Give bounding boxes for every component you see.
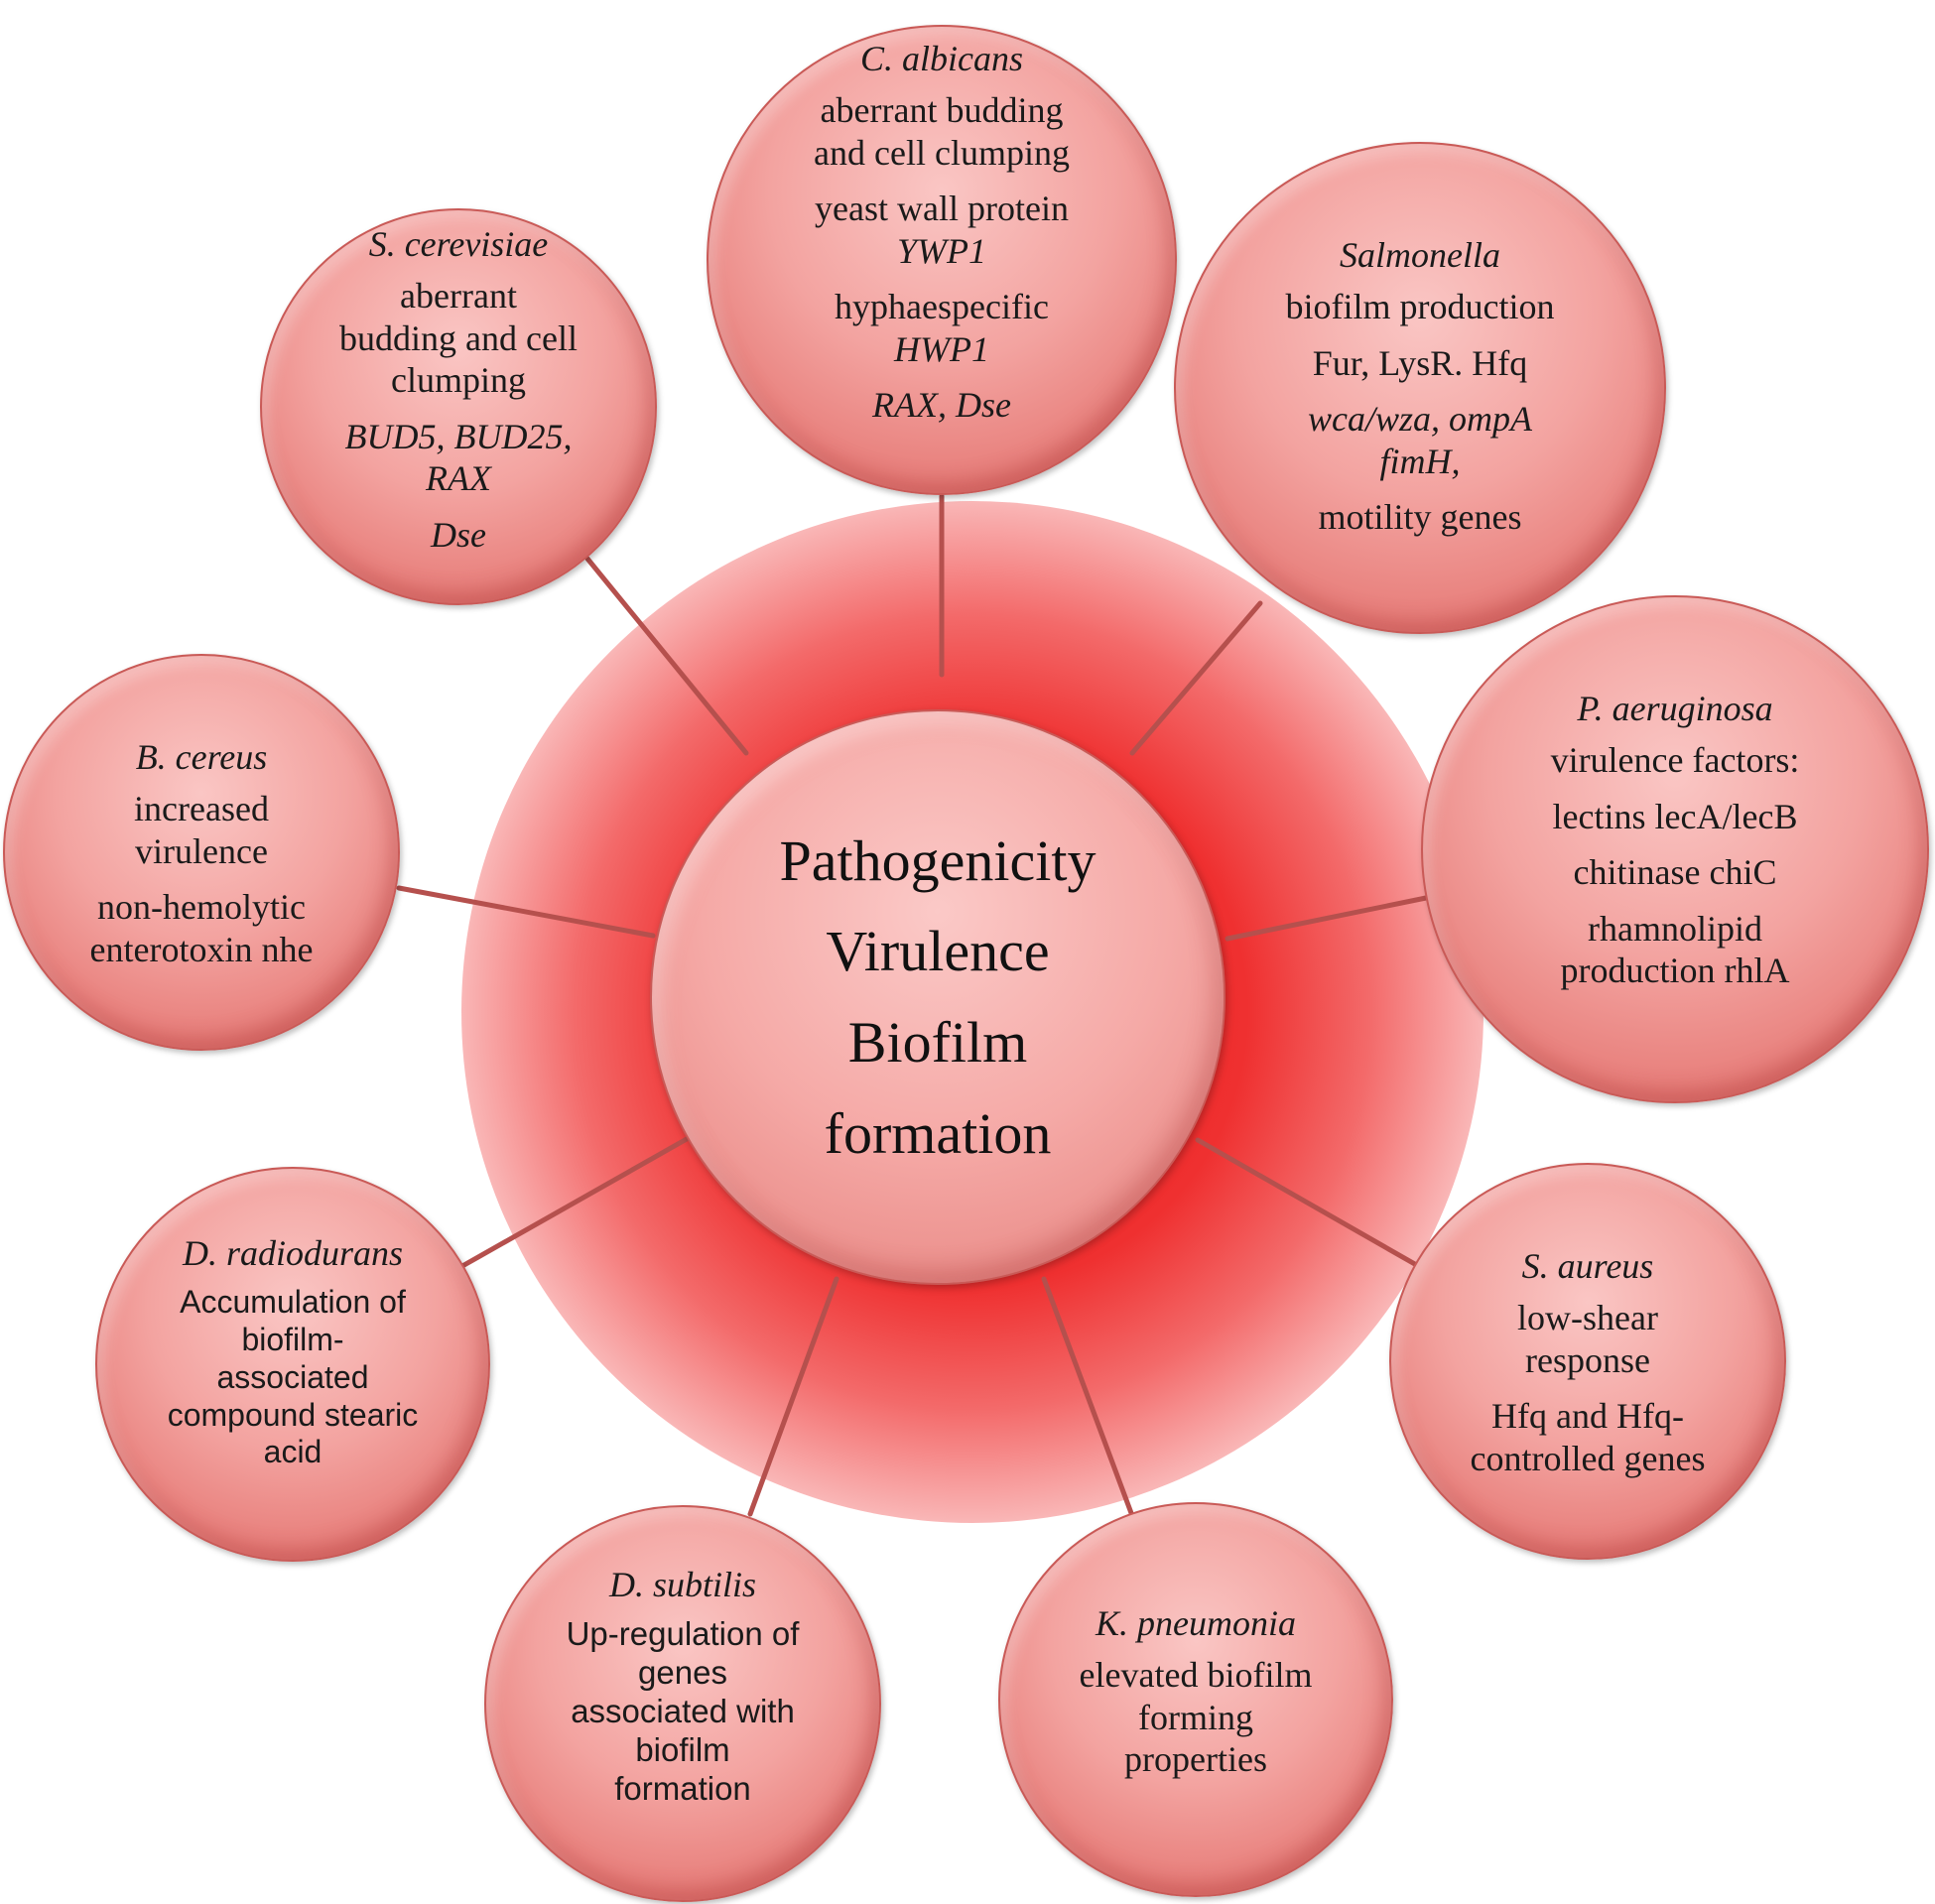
node-text: budding and cell bbox=[339, 317, 578, 358]
node-text: Accumulation of bbox=[180, 1284, 406, 1321]
node-s-aureus: S. aureus low-shear response Hfq and Hfq… bbox=[1389, 1163, 1786, 1560]
organism-label: S. aureus bbox=[1521, 1246, 1654, 1286]
node-text: genes bbox=[638, 1654, 727, 1692]
gene-text: RAX bbox=[426, 458, 491, 499]
node-d-subtilis: D. subtilis Up-regulation of genes assoc… bbox=[484, 1505, 881, 1902]
center-title-line: Virulence bbox=[826, 919, 1050, 984]
node-text: non-hemolytic bbox=[97, 887, 306, 928]
node-text: forming bbox=[1138, 1697, 1253, 1737]
node-text: associated bbox=[216, 1358, 369, 1395]
node-text: acid bbox=[263, 1434, 322, 1470]
node-text: production rhlA bbox=[1560, 951, 1790, 991]
node-s-cerevisiae: S. cerevisiae aberrant budding and cell … bbox=[260, 208, 657, 605]
node-text: Up-regulation of bbox=[566, 1615, 800, 1653]
node-p-aeruginosa: P. aeruginosa virulence factors: lectins… bbox=[1421, 595, 1929, 1103]
node-text: formation bbox=[614, 1770, 751, 1808]
connector-b-cereus bbox=[396, 885, 656, 939]
node-text: properties bbox=[1124, 1739, 1267, 1780]
node-text: aberrant budding bbox=[820, 90, 1064, 131]
center-title-line: Biofilm bbox=[847, 1010, 1028, 1075]
node-text: biofilm bbox=[635, 1731, 730, 1769]
connector-s-aureus bbox=[1195, 1137, 1423, 1270]
organism-label: P. aeruginosa bbox=[1577, 689, 1773, 728]
organism-label: S. cerevisiae bbox=[368, 224, 549, 264]
connector-salmonella bbox=[1129, 600, 1263, 756]
connector-k-pneumonia bbox=[1041, 1276, 1134, 1516]
organism-label: B. cereus bbox=[135, 737, 268, 777]
center-title-line: formation bbox=[824, 1100, 1052, 1166]
connector-s-cerevisiae bbox=[584, 556, 749, 756]
node-text: rhamnolipid bbox=[1588, 908, 1762, 949]
node-text: biofilm production bbox=[1285, 287, 1555, 327]
node-text: clumping bbox=[391, 360, 526, 401]
node-b-cereus: B. cereus increased virulence non-hemoly… bbox=[3, 654, 400, 1051]
node-text: aberrant bbox=[400, 276, 517, 317]
center-title-line: Pathogenicity bbox=[779, 827, 1096, 893]
organism-label: D. radiodurans bbox=[182, 1233, 404, 1273]
node-text: controlled genes bbox=[1470, 1438, 1706, 1478]
gene-text: HWP1 bbox=[894, 328, 989, 369]
gene-text: YWP1 bbox=[897, 230, 986, 271]
organism-label: C. albicans bbox=[859, 39, 1023, 78]
organism-label: K. pneumonia bbox=[1096, 1603, 1296, 1643]
node-salmonella: Salmonella biofilm production Fur, LysR.… bbox=[1174, 142, 1666, 634]
node-k-pneumonia: K. pneumonia elevated biofilm forming pr… bbox=[998, 1502, 1393, 1897]
organism-label: Salmonella bbox=[1340, 235, 1500, 275]
connector-d-radiodurans bbox=[459, 1136, 690, 1269]
gene-text: BUD5, BUD25, bbox=[344, 416, 573, 456]
connector-p-aeruginosa bbox=[1225, 895, 1429, 942]
node-d-radiodurans: D. radiodurans Accumulation of biofilm- … bbox=[95, 1167, 490, 1562]
node-text: biofilm- bbox=[241, 1322, 344, 1358]
node-text: response bbox=[1525, 1339, 1650, 1380]
node-text: Fur, LysR. Hfq bbox=[1312, 342, 1528, 383]
gene-text: Dse bbox=[431, 514, 486, 555]
node-text: hyphaespecific bbox=[835, 287, 1049, 327]
node-text: enterotoxin nhe bbox=[89, 929, 314, 969]
node-text: and cell clumping bbox=[814, 132, 1070, 173]
node-text: associated with bbox=[571, 1693, 795, 1730]
node-c-albicans: C. albicans aberrant budding and cell cl… bbox=[707, 25, 1177, 495]
center-node: Pathogenicity Virulence Biofilm formatio… bbox=[650, 709, 1226, 1285]
node-text: virulence factors: bbox=[1550, 740, 1800, 781]
node-text: increased bbox=[134, 789, 269, 829]
node-text: elevated biofilm bbox=[1079, 1655, 1313, 1696]
gene-text: fimH, bbox=[1379, 441, 1461, 481]
node-text: virulence bbox=[135, 830, 268, 871]
node-text: Hfq and Hfq- bbox=[1491, 1396, 1684, 1437]
node-text: motility genes bbox=[1318, 497, 1522, 538]
node-text: chitinase chiC bbox=[1573, 852, 1777, 893]
gene-text: wca/wza, ompA bbox=[1307, 399, 1532, 440]
node-text: low-shear bbox=[1517, 1298, 1658, 1338]
gene-text: RAX, Dse bbox=[872, 385, 1011, 426]
organism-label: D. subtilis bbox=[608, 1565, 757, 1604]
node-text: yeast wall protein bbox=[815, 189, 1069, 229]
connector-d-subtilis bbox=[747, 1276, 839, 1517]
node-text: lectins lecA/lecB bbox=[1552, 796, 1798, 836]
node-text: compound stearic bbox=[167, 1396, 419, 1433]
